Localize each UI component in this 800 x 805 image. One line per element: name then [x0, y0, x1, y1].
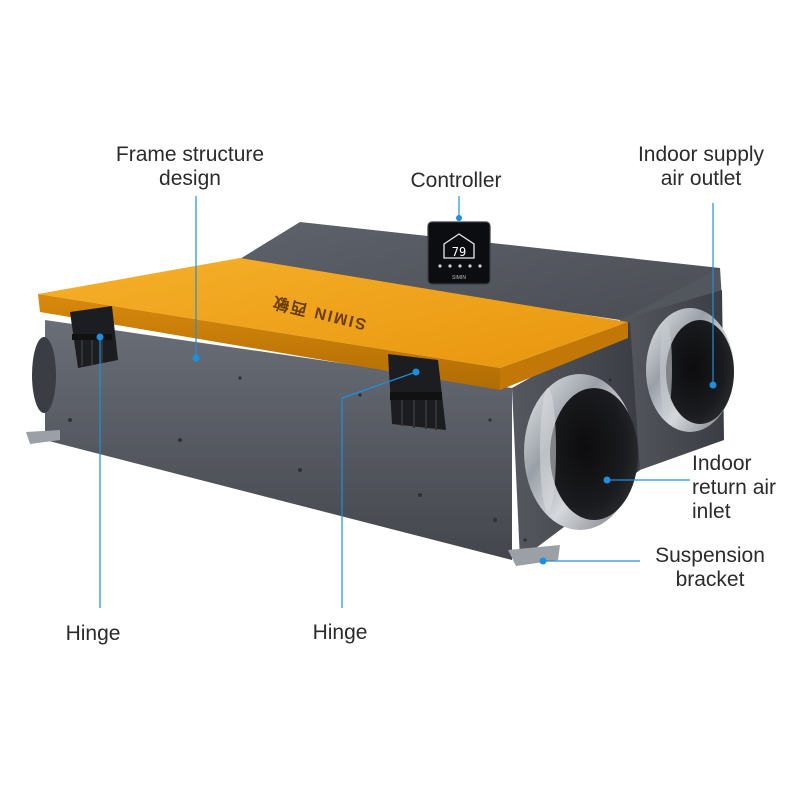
lid-front-edge	[38, 294, 500, 390]
label-bracket-line2: bracket	[675, 568, 745, 591]
label-frame-line2: design	[159, 167, 221, 190]
supply-duct	[646, 308, 734, 432]
lid-top	[38, 258, 628, 368]
label-supply-line1: Indoor supply	[637, 143, 765, 166]
left-duct-stub	[32, 337, 56, 413]
hinge-left-graphic	[70, 306, 118, 368]
label-return-line2: return air	[692, 476, 777, 499]
callout-lines	[99, 196, 714, 608]
bracket-dot-icon	[539, 557, 547, 565]
label-indoor-return: Indoor return air inlet	[692, 452, 792, 524]
label-supply-line2: air outlet	[660, 167, 742, 190]
controller-dot-icon	[456, 215, 462, 221]
label-hinge-left-line1: Hinge	[65, 622, 121, 645]
lid-right-edge	[500, 322, 628, 390]
label-return-line1: Indoor	[692, 452, 752, 475]
label-suspension-bracket: Suspension bracket	[640, 544, 780, 592]
label-hinge-mid: Hinge	[305, 621, 375, 645]
controller-brand: SIMIN	[452, 275, 466, 281]
label-indoor-supply: Indoor supply air outlet	[626, 143, 776, 191]
controller-display-value: 79	[452, 245, 466, 259]
label-hinge-mid-line1: Hinge	[312, 621, 368, 644]
hinge-left-dot-icon	[96, 333, 104, 341]
hinge-mid-dot-icon	[412, 368, 420, 376]
return-dot-icon	[603, 476, 611, 484]
return-duct	[524, 374, 638, 530]
label-frame-line1: Frame structure	[115, 143, 265, 166]
frame-dot-icon	[192, 354, 200, 362]
label-return-line3: inlet	[692, 500, 731, 523]
label-hinge-left: Hinge	[58, 622, 128, 646]
supply-dot-icon	[709, 381, 717, 389]
label-frame-structure: Frame structure design	[100, 143, 280, 191]
label-bracket-line1: Suspension	[655, 544, 765, 567]
label-controller: Controller	[396, 169, 516, 193]
controller-device: 79 SIMIN	[427, 221, 491, 285]
callout-dots	[96, 215, 717, 565]
hinge-right-graphic	[388, 354, 446, 430]
label-controller-line1: Controller	[410, 169, 502, 192]
